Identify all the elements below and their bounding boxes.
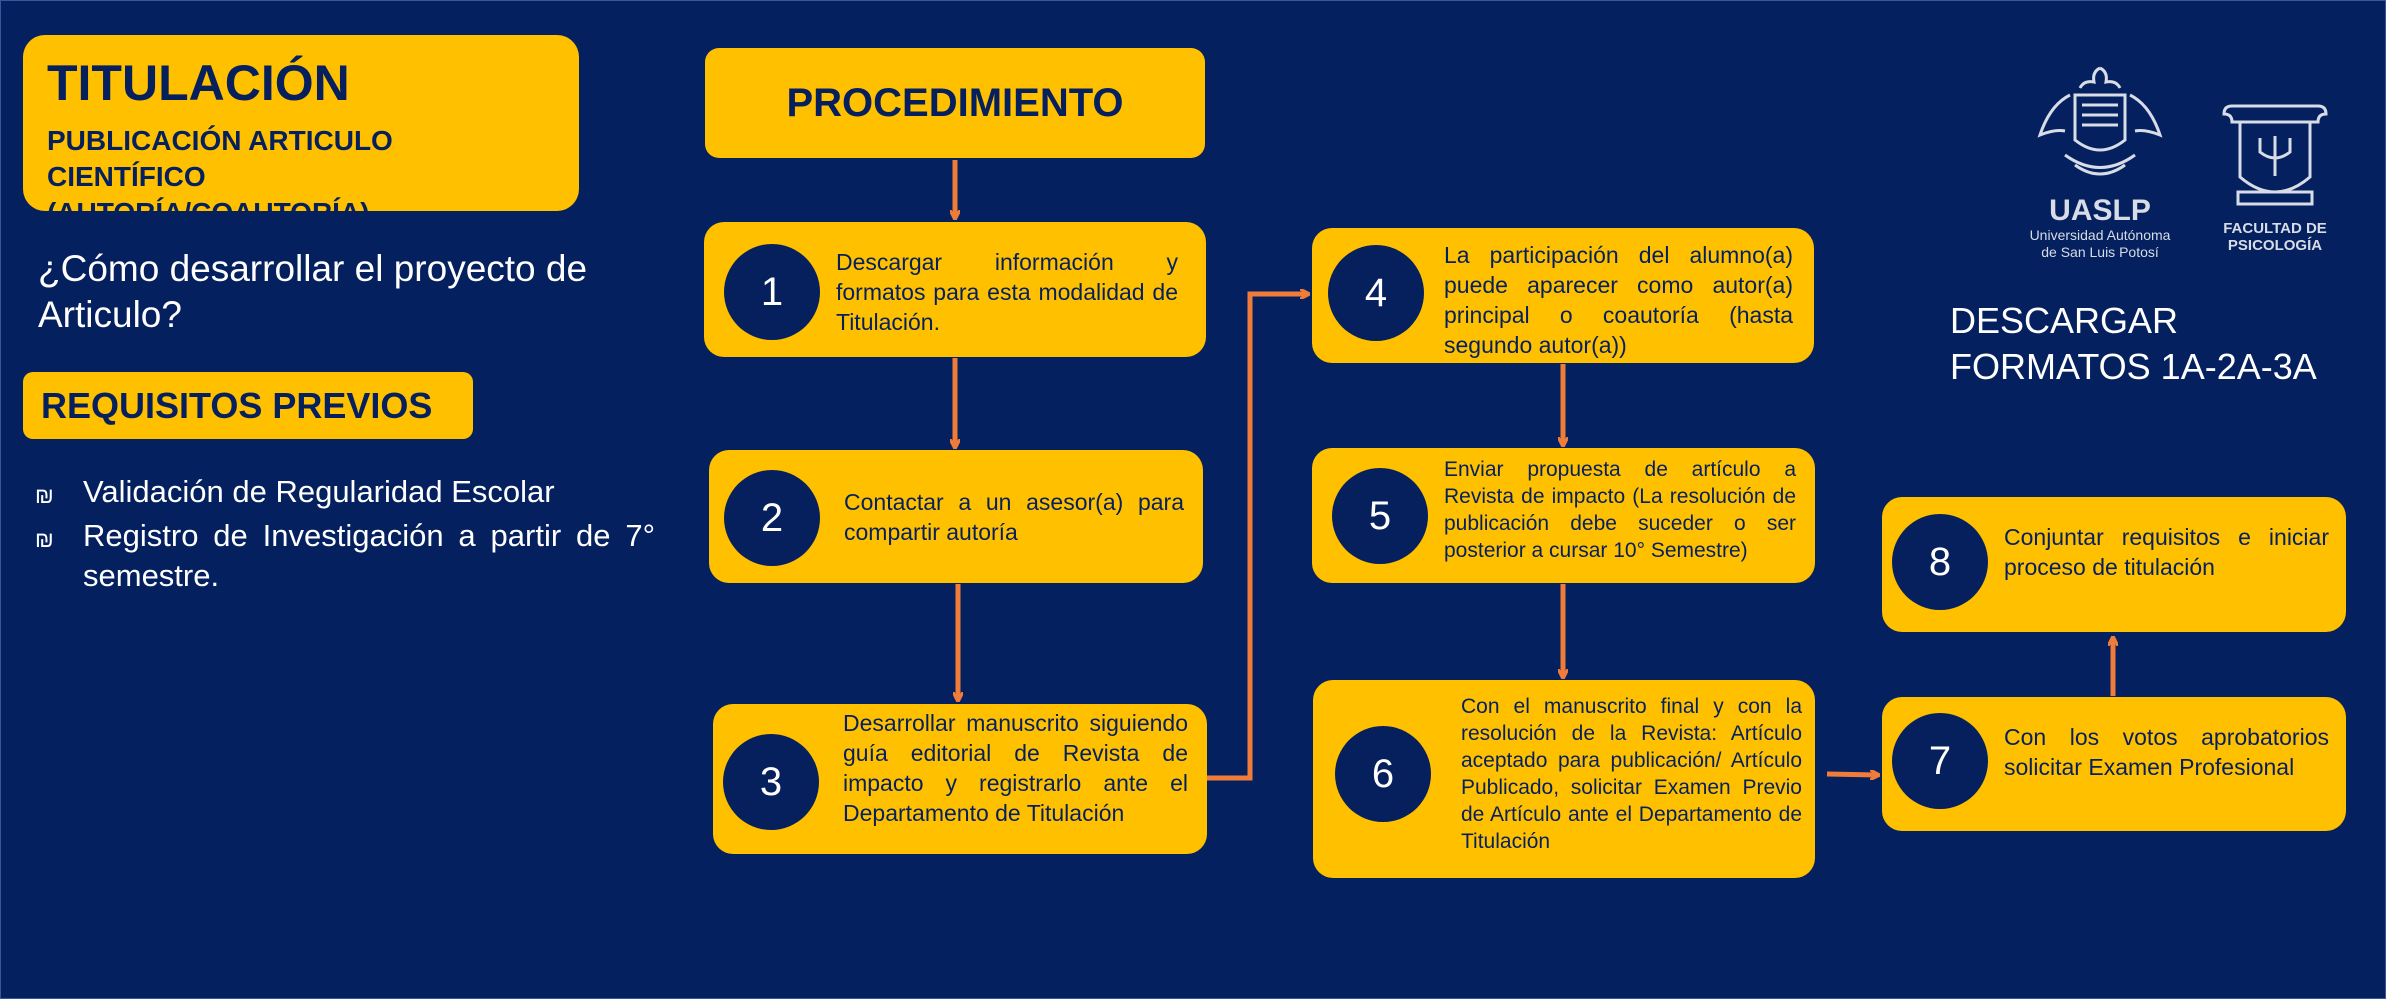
uaslp-name-line-2: de San Luis Potosí [2041,244,2159,260]
step-number: 6 [1335,726,1431,822]
step-number: 1 [724,244,820,340]
step-8-box: 8 Conjuntar requisitos e iniciar proceso… [1882,497,2346,632]
bullet-icon: ₪ [35,483,54,508]
page-title: TITULACIÓN [47,55,350,111]
step-number: 5 [1332,468,1428,564]
question-text: ¿Cómo desarrollar el proyecto de Articul… [38,248,588,335]
arrow-3-to-4 [1207,294,1308,781]
procedure-heading: PROCEDIMIENTO [705,48,1205,158]
arrow-6-to-7 [1826,774,1878,775]
step-text: Desarrollar manuscrito siguiendo guía ed… [843,710,1188,826]
step-6-box: 6 Con el manuscrito final y con la resol… [1313,680,1815,878]
step-2-box: 2 Contactar a un asesor(a) para comparti… [709,450,1203,583]
requirement-text: Validación de Regularidad Escolar [83,474,555,509]
uaslp-eagle-emblem-icon [2037,66,2163,176]
step-text: Conjuntar requisitos e iniciar proceso d… [2004,524,2329,580]
requirements-heading: REQUISITOS PREVIOS [23,372,473,439]
step-1-box: 1 Descargar información y formatos para … [704,222,1206,357]
step-number: 2 [724,470,820,566]
step-7-box: 7 Con los votos aprobatorios solicitar E… [1882,697,2346,831]
step-number: 3 [723,734,819,830]
step-number: 7 [1892,713,1988,809]
subtitle-line-1: PUBLICACIÓN ARTICULO CIENTÍFICO [47,125,393,192]
title-box: TITULACIÓN PUBLICACIÓN ARTICULO CIENTÍFI… [23,35,579,228]
step-text: Contactar a un asesor(a) para compartir … [844,489,1184,545]
download-formats-link[interactable]: DESCARGAR FORMATOS 1A-2A-3A [1950,300,2317,387]
step-text: La participación del alumno(a) puede apa… [1444,242,1793,358]
faculty-name-line-1: FACULTAD DE [2223,220,2327,237]
step-5-box: 5 Enviar propuesta de artículo a Revista… [1312,448,1815,583]
step-3-box: 3 Desarrollar manuscrito siguiendo guía … [713,704,1207,854]
step-text: Enviar propuesta de artículo a Revista d… [1444,458,1796,562]
uaslp-name-line-1: Universidad Autónoma [2029,227,2171,243]
uaslp-acronym: UASLP [2049,194,2151,227]
faculty-name-line-2: PSICOLOGÍA [2227,237,2323,254]
subtitle-line-2: (AUTORÍA/COAUTORÍA) [47,197,370,228]
uaslp-logo: UASLP Universidad Autónoma de San Luis P… [2015,60,2185,260]
requirement-text: Registro de Investigación a partir de 7°… [83,518,655,593]
step-number: 4 [1328,245,1424,341]
step-4-box: 4 La participación del alumno(a) puede a… [1312,228,1814,363]
faculty-logo: FACULTAD DE PSICOLOGÍA [2210,100,2340,260]
step-text: Descargar información y formatos para es… [836,249,1178,335]
step-text: Con el manuscrito final y con la resoluc… [1461,695,1802,853]
step-number: 8 [1892,514,1988,610]
list-item: ₪ Registro de Investigación a partir de … [35,516,655,596]
list-item: ₪ Validación de Regularidad Escolar [35,472,655,516]
bullet-icon: ₪ [35,527,54,552]
psychology-emblem-icon [2222,104,2328,206]
requirements-list: ₪ Validación de Regularidad Escolar ₪ Re… [35,472,655,596]
step-text: Con los votos aprobatorios solicitar Exa… [2004,724,2329,780]
